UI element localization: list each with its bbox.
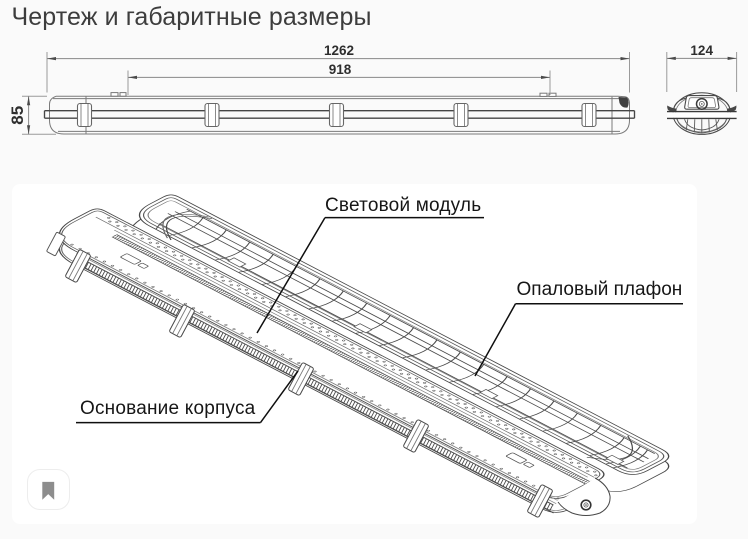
svg-text:124: 124 (690, 43, 713, 58)
svg-text:85: 85 (8, 106, 27, 125)
svg-text:1262: 1262 (324, 43, 354, 58)
svg-text:918: 918 (329, 62, 352, 77)
